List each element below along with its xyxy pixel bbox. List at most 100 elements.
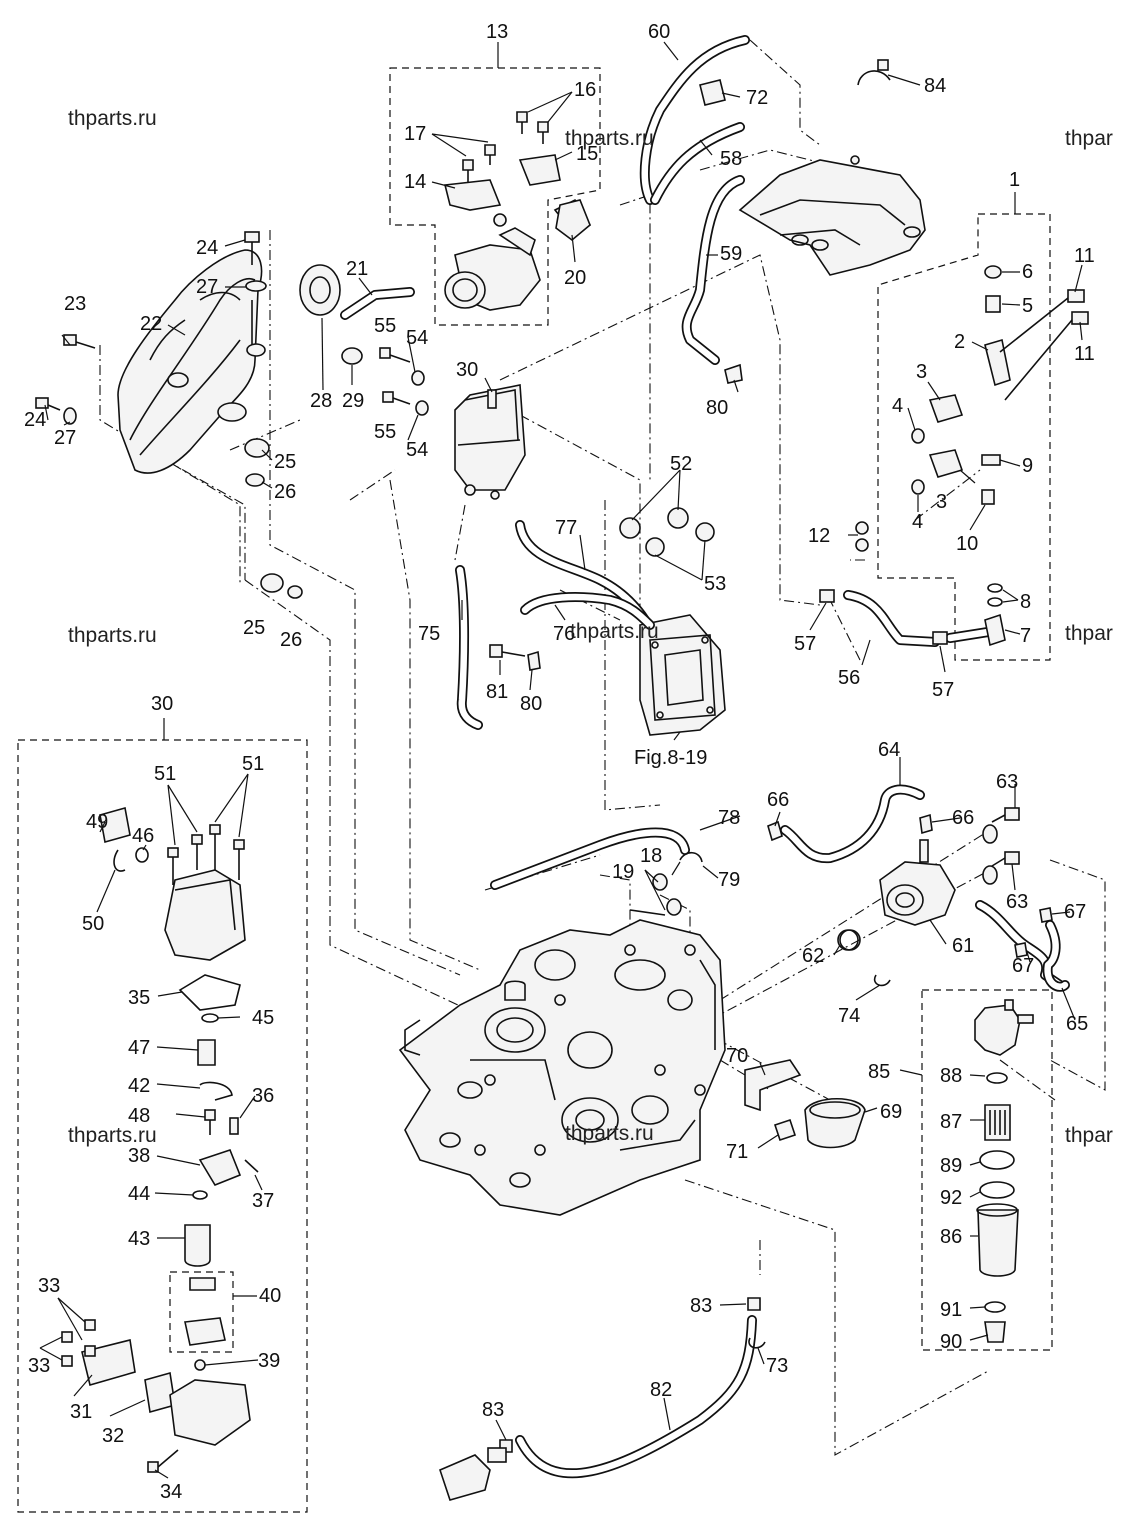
callout-87: 87 bbox=[940, 1111, 962, 1133]
callout-20: 20 bbox=[564, 267, 586, 289]
callout-79: 79 bbox=[718, 869, 740, 891]
intake-silencer-22 bbox=[117, 249, 263, 474]
callout-89: 89 bbox=[940, 1155, 962, 1177]
callout-26a: 26 bbox=[274, 481, 296, 503]
callout-75: 75 bbox=[418, 623, 440, 645]
callout-8: 8 bbox=[1020, 591, 1031, 613]
callout-16: 16 bbox=[574, 79, 596, 101]
callout-57a: 57 bbox=[794, 633, 816, 655]
callout-24a: 24 bbox=[196, 237, 218, 259]
callout-56: 56 bbox=[838, 667, 860, 689]
group-box-13 bbox=[389, 67, 601, 326]
cylinder-head-ref bbox=[639, 614, 726, 736]
callout-30b: 30 bbox=[151, 693, 173, 715]
callout-82: 82 bbox=[650, 1379, 672, 1401]
callout-57b: 57 bbox=[932, 679, 954, 701]
callout-59: 59 bbox=[720, 243, 742, 265]
watermark-4: thparts.ru bbox=[68, 624, 157, 647]
leader-lines bbox=[39, 41, 1083, 1479]
callout-80a: 80 bbox=[520, 693, 542, 715]
callout-72: 72 bbox=[746, 87, 768, 109]
callout-69: 69 bbox=[880, 1101, 902, 1123]
group-box-40 bbox=[169, 1271, 234, 1353]
callout-44: 44 bbox=[128, 1183, 150, 1205]
callout-91: 91 bbox=[940, 1299, 962, 1321]
callout-67b: 67 bbox=[1012, 955, 1034, 977]
callout-58: 58 bbox=[720, 148, 742, 170]
callout-7: 7 bbox=[1020, 625, 1031, 647]
callout-83b: 83 bbox=[482, 1399, 504, 1421]
callout-67a: 67 bbox=[1064, 901, 1086, 923]
group-box-30 bbox=[17, 739, 308, 1513]
callout-85: 85 bbox=[868, 1061, 890, 1083]
callout-48: 48 bbox=[128, 1105, 150, 1127]
callout-92: 92 bbox=[940, 1187, 962, 1209]
callout-13: 13 bbox=[486, 21, 508, 43]
callout-21: 21 bbox=[346, 258, 368, 280]
group-box-85 bbox=[921, 989, 1053, 1351]
callout-66b: 66 bbox=[952, 807, 974, 829]
callout-63b: 63 bbox=[1006, 891, 1028, 913]
callout-50: 50 bbox=[82, 913, 104, 935]
callout-27b: 27 bbox=[54, 427, 76, 449]
callout-70: 70 bbox=[726, 1045, 748, 1067]
callout-4a: 4 bbox=[892, 395, 903, 417]
callout-63a: 63 bbox=[996, 771, 1018, 793]
callout-42: 42 bbox=[128, 1075, 150, 1097]
callout-90: 90 bbox=[940, 1331, 962, 1353]
small-hardware bbox=[35, 59, 1089, 1501]
callout-labels: 13 16 17 15 14 20 21 24 27 22 23 24 27 2… bbox=[24, 21, 1095, 1503]
callout-61: 61 bbox=[952, 935, 974, 957]
watermark-6: thpar bbox=[1065, 622, 1113, 645]
callout-23: 23 bbox=[64, 293, 86, 315]
watermark-7: thparts.ru bbox=[68, 1124, 157, 1147]
callout-81: 81 bbox=[486, 681, 508, 703]
callout-18: 18 bbox=[640, 845, 662, 867]
hoses bbox=[340, 35, 1070, 1479]
watermark-9: thpar bbox=[1065, 1124, 1113, 1147]
watermark-2: thparts.ru bbox=[565, 127, 654, 150]
callout-45: 45 bbox=[252, 1007, 274, 1029]
callout-31: 31 bbox=[70, 1401, 92, 1423]
callout-11a: 11 bbox=[1074, 245, 1095, 267]
bracket-69-70 bbox=[744, 1059, 866, 1149]
callout-27a: 27 bbox=[196, 276, 218, 298]
callout-46: 46 bbox=[132, 825, 154, 847]
group-boxes bbox=[17, 67, 1053, 1513]
callout-80b: 80 bbox=[706, 397, 728, 419]
callout-83a: 83 bbox=[690, 1295, 712, 1317]
callout-51a: 51 bbox=[154, 763, 176, 785]
callout-35: 35 bbox=[128, 987, 150, 1009]
engine-block bbox=[398, 919, 726, 1216]
callout-11b: 11 bbox=[1074, 343, 1095, 365]
vst-exploded bbox=[61, 806, 259, 1473]
callout-39: 39 bbox=[258, 1350, 280, 1372]
watermark-5: thparts.ru bbox=[570, 620, 659, 643]
callout-9: 9 bbox=[1022, 455, 1033, 477]
callout-55b: 55 bbox=[374, 421, 396, 443]
callout-37: 37 bbox=[252, 1190, 274, 1212]
callout-15: 15 bbox=[576, 143, 598, 165]
callout-28: 28 bbox=[310, 390, 332, 412]
callout-86: 86 bbox=[940, 1226, 962, 1248]
callout-14: 14 bbox=[404, 171, 426, 193]
callout-34: 34 bbox=[160, 1481, 182, 1503]
callout-43: 43 bbox=[128, 1228, 150, 1250]
callout-49: 49 bbox=[86, 811, 108, 833]
callout-76: 76 bbox=[553, 623, 575, 645]
watermark-8: thparts.ru bbox=[565, 1122, 654, 1145]
callout-54a: 54 bbox=[406, 327, 428, 349]
callout-62: 62 bbox=[802, 945, 824, 967]
callout-30a: 30 bbox=[456, 359, 478, 381]
callout-10: 10 bbox=[956, 533, 978, 555]
callout-47: 47 bbox=[128, 1037, 150, 1059]
callout-38: 38 bbox=[128, 1145, 150, 1167]
callout-66a: 66 bbox=[767, 789, 789, 811]
figure-reference: Fig.8-19 bbox=[634, 747, 707, 769]
callout-40: 40 bbox=[259, 1285, 281, 1307]
callout-84: 84 bbox=[924, 75, 946, 97]
callout-29: 29 bbox=[342, 390, 364, 412]
callout-73: 73 bbox=[766, 1355, 788, 1377]
callout-32: 32 bbox=[102, 1425, 124, 1447]
